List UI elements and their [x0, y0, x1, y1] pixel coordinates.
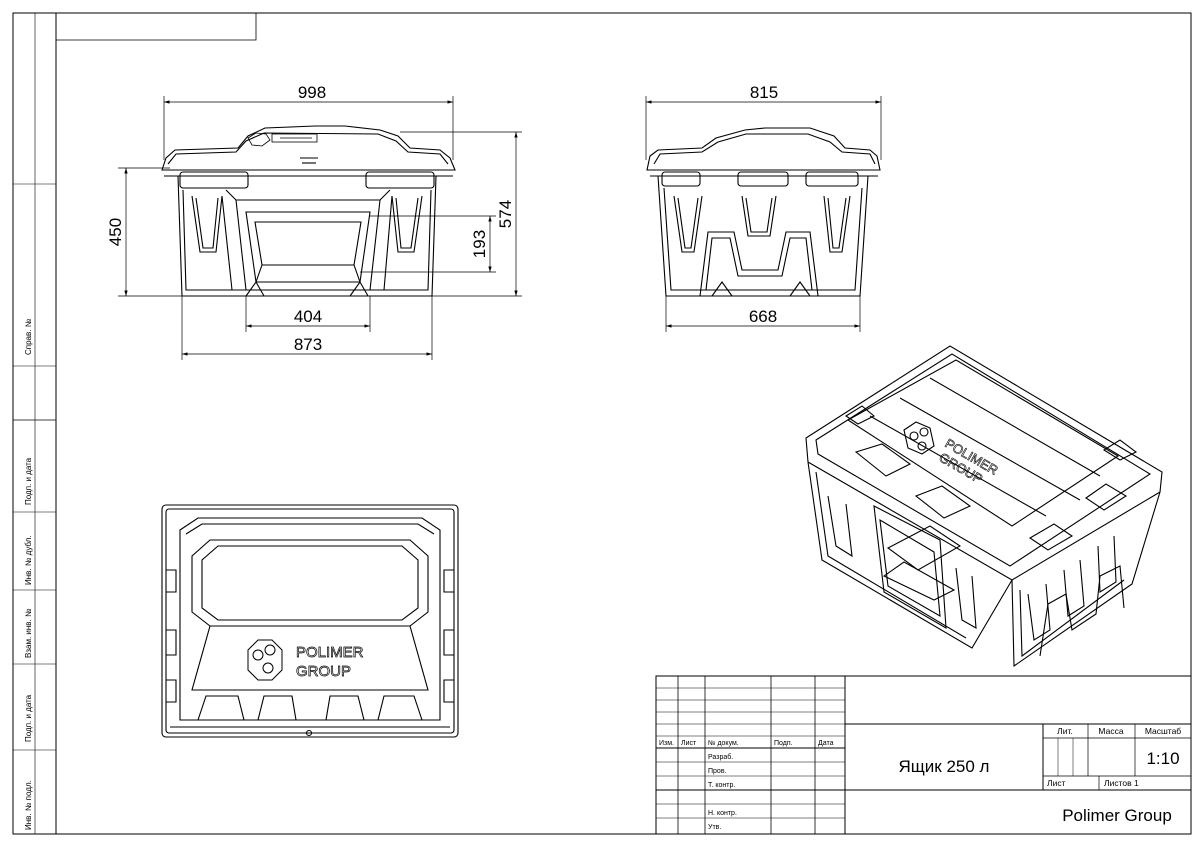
scale-label: Масштаб — [1145, 726, 1181, 736]
polimer-logo-top — [247, 639, 283, 681]
stamp-vzam-inv: Взам. инв. № — [24, 608, 33, 658]
drawing-title: Ящик 250 л — [899, 757, 990, 776]
side-stamps: Справ. № Подп. и дата Инв. № дубл. Взам.… — [24, 318, 33, 830]
stamp-podp-data-2: Подп. и дата — [24, 694, 33, 742]
stamp-inv-podl: Инв. № подл. — [24, 780, 33, 830]
lid-logo-front — [247, 132, 318, 147]
side-dimension-labels: 815 668 — [749, 83, 778, 326]
front-view — [161, 125, 456, 297]
company-name: Polimer Group — [1062, 806, 1172, 825]
sheets-label: Листов 1 — [1104, 778, 1139, 788]
iso-logo-text: POLIMER GROUP — [936, 435, 1001, 486]
hdr-data: Дата — [818, 740, 834, 747]
side-dimensions — [645, 96, 882, 332]
dim-450: 450 — [106, 218, 125, 246]
lit-label: Лит. — [1057, 726, 1073, 736]
stamp-inv-dubl: Инв. № дубл. — [24, 535, 33, 585]
hdr-list: Лист — [681, 740, 697, 747]
scale-value: 1:10 — [1146, 749, 1179, 768]
dim-404: 404 — [294, 307, 322, 326]
dim-998: 998 — [298, 83, 326, 102]
stamp-podp-data-1: Подп. и дата — [24, 457, 33, 505]
hdr-izm: Изм. — [659, 740, 674, 747]
dim-873: 873 — [294, 335, 322, 354]
dim-815: 815 — [750, 83, 778, 102]
front-dimension-labels: 998 450 574 193 404 873 — [106, 83, 515, 354]
hdr-doc-no: № докум. — [708, 740, 739, 747]
sheet-frame — [12, 12, 1192, 835]
hdr-podp: Подп. — [774, 740, 793, 747]
polimer-logo-text-top: POLIMER GROUP — [296, 644, 364, 681]
role-utv: Утв. — [708, 824, 721, 831]
role-prov: Пров. — [708, 768, 727, 775]
stamp-sprav: Справ. № — [24, 318, 33, 355]
role-t-kontr: Т. контр. — [708, 782, 735, 789]
role-razrab: Разраб. — [708, 753, 733, 761]
front-dimensions — [118, 96, 522, 360]
logo-line1: POLIMER — [296, 644, 364, 661]
dim-668: 668 — [749, 307, 777, 326]
title-block-text: Изм. Лист № докум. Подп. Дата Разраб. Пр… — [659, 726, 1181, 831]
sheet-label: Лист — [1047, 778, 1066, 788]
dim-574: 574 — [496, 200, 515, 228]
role-n-kontr: Н. контр. — [708, 810, 737, 817]
mass-label: Масса — [1098, 726, 1123, 736]
isometric-view — [805, 345, 1163, 668]
logo-line2: GROUP — [296, 663, 351, 680]
dim-193: 193 — [470, 230, 489, 258]
top-view — [161, 504, 459, 738]
side-view — [646, 127, 881, 297]
title-block — [655, 675, 1192, 835]
